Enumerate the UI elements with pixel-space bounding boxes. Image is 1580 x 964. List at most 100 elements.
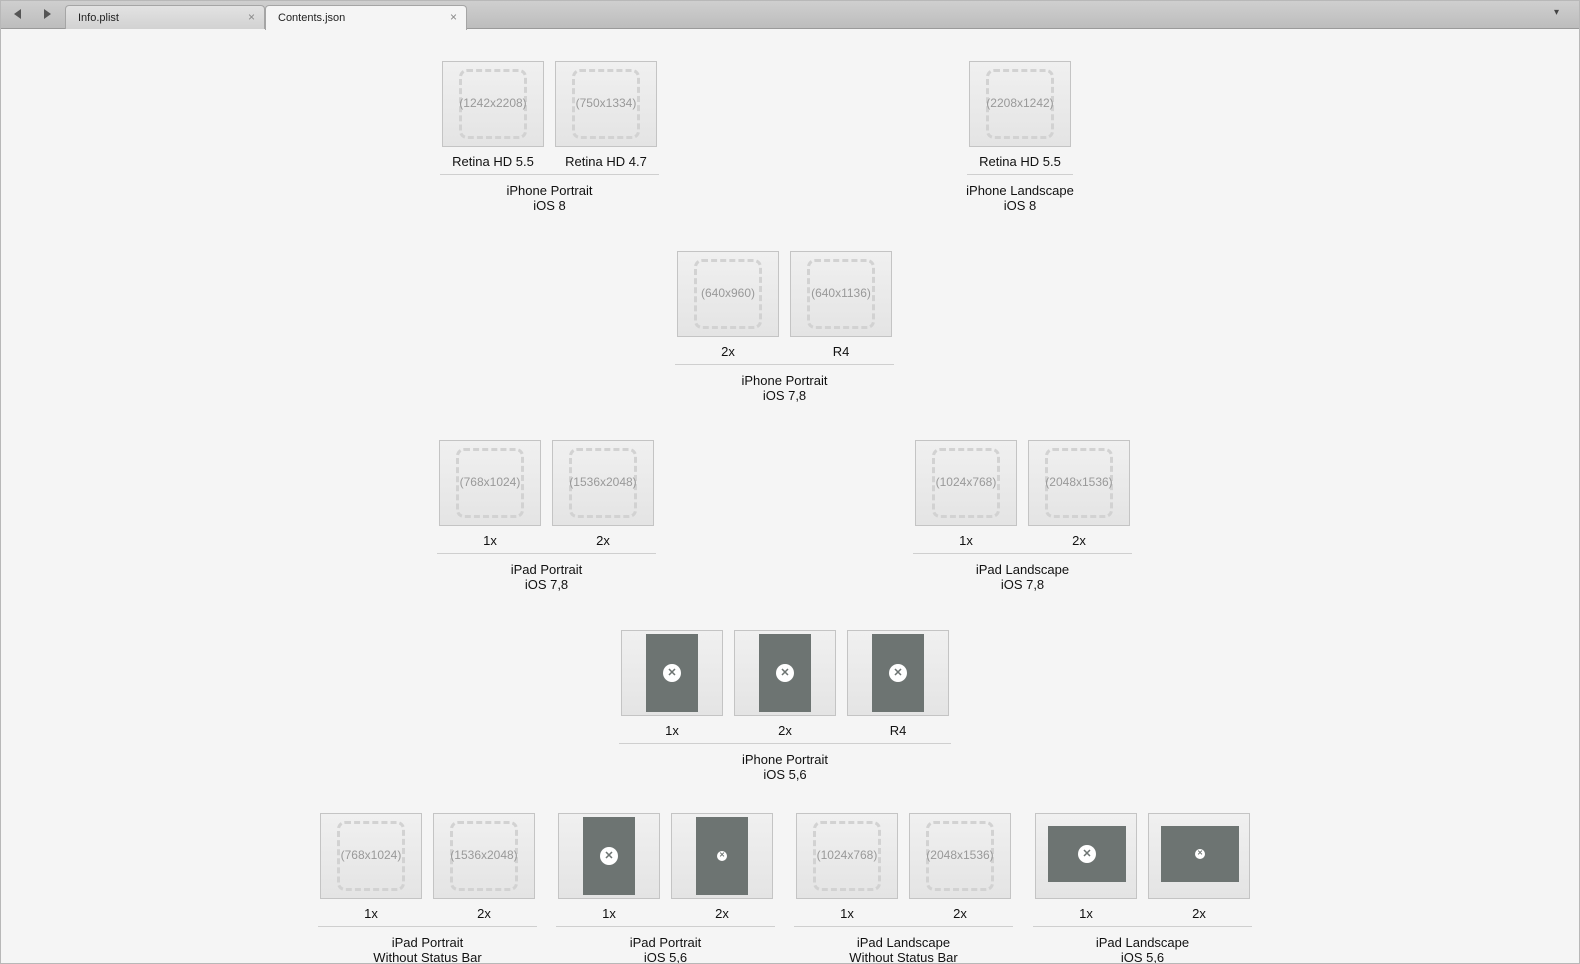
launch-image-thumbnail: ✕ bbox=[759, 634, 811, 712]
slot-label: Retina HD 5.5 bbox=[979, 154, 1061, 169]
xamarin-logo-icon: ✕ bbox=[776, 664, 794, 682]
image-dimensions: (1536x2048) bbox=[450, 848, 518, 862]
image-slot[interactable]: (640x1136) bbox=[790, 251, 892, 337]
slot-label: R4 bbox=[889, 723, 907, 738]
tab-label: Contents.json bbox=[278, 12, 346, 24]
slot-label: Retina HD 4.7 bbox=[565, 154, 647, 169]
slot-label: R4 bbox=[832, 344, 850, 359]
group-os-label: iOS 7,8 bbox=[524, 577, 569, 592]
group-divider bbox=[675, 364, 894, 365]
slot-label: 1x bbox=[483, 533, 497, 548]
image-slot[interactable]: ✕ bbox=[558, 813, 660, 899]
close-icon[interactable]: × bbox=[247, 10, 255, 24]
placeholder-frame-icon bbox=[1045, 448, 1113, 518]
forward-arrow-icon[interactable] bbox=[38, 6, 56, 22]
group-divider bbox=[1033, 926, 1252, 927]
slot-label: 2x bbox=[721, 344, 735, 359]
placeholder-frame-icon bbox=[807, 259, 875, 329]
placeholder-frame-icon bbox=[459, 69, 527, 139]
group-divider bbox=[967, 174, 1073, 175]
image-slot[interactable]: (1242x2208) bbox=[442, 61, 544, 147]
image-dimensions: (2048x1536) bbox=[1045, 475, 1113, 489]
placeholder-frame-icon bbox=[932, 448, 1000, 518]
tab-contents-json[interactable]: Contents.json × bbox=[265, 5, 467, 30]
image-slot[interactable]: (1536x2048) bbox=[433, 813, 535, 899]
placeholder-frame-icon bbox=[456, 448, 524, 518]
xamarin-logo-icon: ✕ bbox=[1195, 849, 1205, 859]
slot-label: 2x bbox=[778, 723, 792, 738]
slot-label: 2x bbox=[953, 906, 967, 921]
group-os-label: Without Status Bar bbox=[849, 950, 958, 964]
close-icon[interactable]: × bbox=[449, 10, 457, 24]
image-slot[interactable]: (1024x768) bbox=[915, 440, 1017, 526]
group-divider bbox=[913, 553, 1132, 554]
slot-label: 1x bbox=[364, 906, 378, 921]
slot-label: 2x bbox=[477, 906, 491, 921]
launch-image-thumbnail: ✕ bbox=[646, 634, 698, 712]
group-os-label: iOS 8 bbox=[1003, 198, 1037, 213]
image-dimensions: (1242x2208) bbox=[459, 96, 527, 110]
image-slot[interactable]: ✕ bbox=[671, 813, 773, 899]
group-divider bbox=[440, 174, 659, 175]
group-device-label: iPhone Portrait bbox=[741, 373, 828, 388]
chevron-down-icon[interactable]: ▾ bbox=[1553, 7, 1559, 18]
image-slot[interactable]: ✕ bbox=[734, 630, 836, 716]
group-os-label: Without Status Bar bbox=[373, 950, 482, 964]
slot-label: 2x bbox=[596, 533, 610, 548]
group-device-label: iPad Portrait bbox=[629, 935, 702, 950]
image-dimensions: (2208x1242) bbox=[986, 96, 1054, 110]
placeholder-frame-icon bbox=[694, 259, 762, 329]
group-os-label: iOS 5,6 bbox=[643, 950, 688, 964]
image-slot[interactable]: (2048x1536) bbox=[909, 813, 1011, 899]
image-slot[interactable]: ✕ bbox=[1035, 813, 1137, 899]
image-dimensions: (768x1024) bbox=[340, 848, 402, 862]
placeholder-frame-icon bbox=[572, 69, 640, 139]
launch-image-thumbnail: ✕ bbox=[1048, 826, 1126, 882]
image-dimensions: (1024x768) bbox=[935, 475, 997, 489]
image-slot[interactable]: (640x960) bbox=[677, 251, 779, 337]
group-device-label: iPad Landscape bbox=[1095, 935, 1190, 950]
image-dimensions: (750x1334) bbox=[575, 96, 637, 110]
image-slot[interactable]: ✕ bbox=[621, 630, 723, 716]
slot-label: 1x bbox=[959, 533, 973, 548]
placeholder-frame-icon bbox=[813, 821, 881, 891]
image-slot[interactable]: (750x1334) bbox=[555, 61, 657, 147]
image-slot[interactable]: (1536x2048) bbox=[552, 440, 654, 526]
slot-label: 1x bbox=[665, 723, 679, 738]
group-os-label: iOS 5,6 bbox=[763, 767, 807, 782]
image-slot[interactable]: ✕ bbox=[847, 630, 949, 716]
image-slot[interactable]: (2048x1536) bbox=[1028, 440, 1130, 526]
group-device-label: iPhone Portrait bbox=[506, 183, 593, 198]
slot-label: 1x bbox=[602, 906, 616, 921]
group-os-label: iOS 7,8 bbox=[1000, 577, 1045, 592]
tab-bar: Info.plist × Contents.json × ▾ bbox=[1, 1, 1579, 30]
placeholder-frame-icon bbox=[986, 69, 1054, 139]
image-dimensions: (640x1136) bbox=[811, 286, 871, 300]
group-device-label: iPad Portrait bbox=[391, 935, 464, 950]
tab-info-plist[interactable]: Info.plist × bbox=[65, 5, 265, 29]
xamarin-logo-icon: ✕ bbox=[600, 847, 618, 865]
launch-image-thumbnail: ✕ bbox=[1161, 826, 1239, 882]
image-slot[interactable]: (1024x768) bbox=[796, 813, 898, 899]
slot-label: 2x bbox=[1072, 533, 1086, 548]
image-slot[interactable]: ✕ bbox=[1148, 813, 1250, 899]
slot-label: 1x bbox=[840, 906, 854, 921]
group-device-label: iPad Landscape bbox=[856, 935, 951, 950]
back-arrow-icon[interactable] bbox=[9, 6, 27, 22]
xamarin-logo-icon: ✕ bbox=[889, 664, 907, 682]
image-slot[interactable]: (768x1024) bbox=[439, 440, 541, 526]
xamarin-logo-icon: ✕ bbox=[1078, 845, 1096, 863]
xamarin-logo-icon: ✕ bbox=[663, 664, 681, 682]
image-dimensions: (2048x1536) bbox=[926, 848, 994, 862]
image-slot[interactable]: (2208x1242) bbox=[969, 61, 1071, 147]
slot-label: Retina HD 5.5 bbox=[452, 154, 534, 169]
image-slot[interactable]: (768x1024) bbox=[320, 813, 422, 899]
